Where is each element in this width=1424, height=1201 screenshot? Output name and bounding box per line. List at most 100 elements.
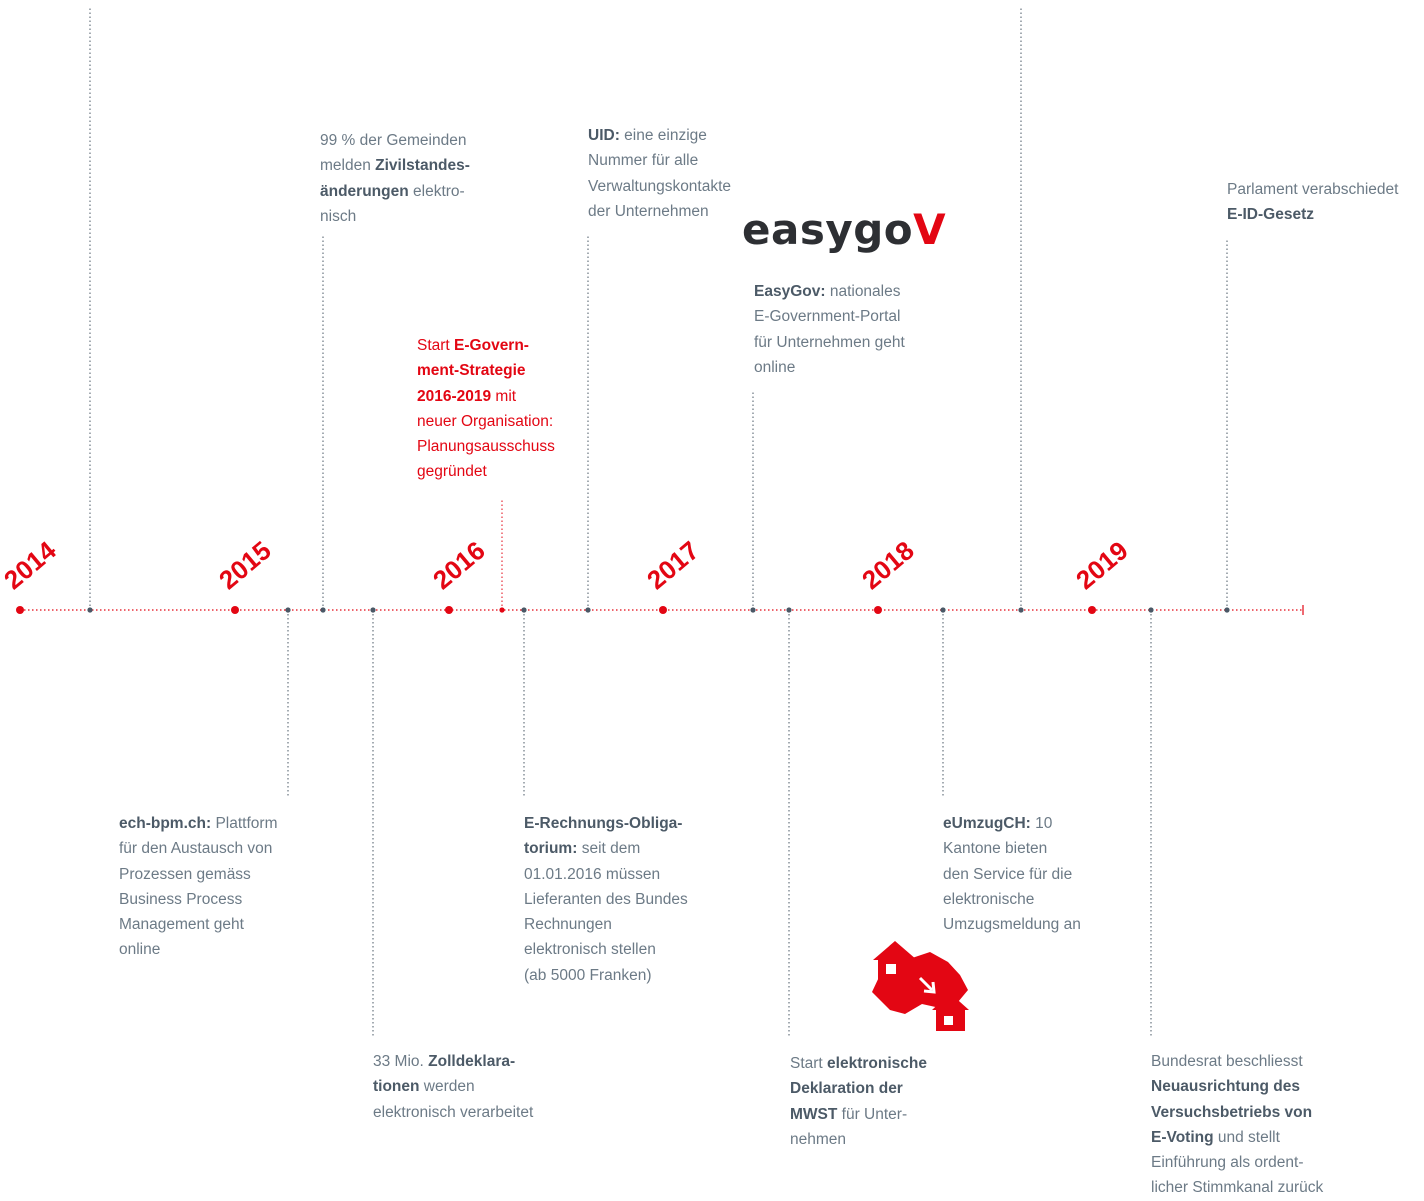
event-highlight: ment-Strategie <box>417 362 526 380</box>
event-text: 10 <box>1030 815 1053 832</box>
event-easygov: EasyGov: nationales E-Government-Portal … <box>754 279 944 380</box>
event-text: Rechnungen <box>524 916 612 934</box>
event-text: und stellt <box>1213 1128 1280 1146</box>
event-text: seit dem <box>577 840 641 858</box>
event-text: Business Process <box>119 890 243 908</box>
event-zoll: 33 Mio. Zolldeklara- tionen werden elekt… <box>373 1049 573 1125</box>
event-mwst: Start elektronische Deklaration der MWST… <box>790 1051 970 1152</box>
event-text: nationales <box>825 283 901 300</box>
event-text: Bundesrat beschliesst <box>1151 1053 1303 1070</box>
event-highlight: E-Rechnungs-Obliga- <box>524 815 683 832</box>
event-rechnung: E-Rechnungs-Obliga- torium: seit dem 01.… <box>524 811 724 988</box>
event-text: für Unter- <box>837 1105 908 1123</box>
event-marker <box>750 607 756 613</box>
event-text: werden <box>419 1078 475 1096</box>
event-highlight: 2016-2019 <box>417 387 492 405</box>
event-text: E-Government-Portal <box>754 308 901 326</box>
event-marker <box>87 607 93 613</box>
event-text: 33 Mio. <box>373 1053 429 1070</box>
event-marker <box>370 607 376 613</box>
year-marker-2014 <box>16 606 24 614</box>
event-highlight: Zivilstandes- <box>375 157 470 175</box>
event-highlight: MWST <box>790 1105 838 1123</box>
event-highlight: Deklaration der <box>790 1080 903 1098</box>
event-text: eine einzige <box>619 127 707 144</box>
event-text: Start <box>790 1055 828 1072</box>
event-highlight: eUmzugCH: <box>943 815 1031 832</box>
event-marker <box>1224 607 1230 613</box>
logo-text: easygo <box>742 205 914 254</box>
event-text: Lieferanten des Bundes <box>524 890 688 908</box>
event-marker <box>786 607 792 613</box>
year-marker-2019 <box>1088 606 1096 614</box>
event-text: Verwaltungskontakte <box>588 177 732 195</box>
event-uid: UID: eine einzige Nummer für alle Verwal… <box>588 123 768 224</box>
event-highlight: torium: <box>524 840 578 858</box>
event-evoting: Bundesrat beschliesst Neuausrichtung des… <box>1151 1049 1351 1201</box>
year-marker-2018 <box>874 606 882 614</box>
event-text: der Unternehmen <box>588 202 709 220</box>
event-text: den Service für die <box>943 865 1073 883</box>
event-marker <box>521 607 527 613</box>
event-gemeinden: 99 % der Gemeinden melden Zivilstandes- … <box>320 128 510 229</box>
event-text: mit <box>491 387 517 405</box>
event-text: Umzugsmeldung an <box>943 916 1081 934</box>
event-marker <box>1148 607 1154 613</box>
event-text: 99 % der Gemeinden <box>320 132 467 149</box>
easygov-logo: easygoV <box>742 205 946 254</box>
event-highlight: E-ID-Gesetz <box>1227 206 1314 224</box>
event-text: licher Stimmkanal zurück <box>1151 1179 1324 1197</box>
year-marker-2015 <box>231 606 239 614</box>
event-marker <box>499 607 505 613</box>
year-marker-2017 <box>659 606 667 614</box>
event-text: Plattform <box>211 815 278 832</box>
event-text: elektronisch stellen <box>524 941 656 959</box>
event-highlight: UID: <box>588 127 620 144</box>
logo-accent: V <box>913 205 947 254</box>
event-text: elektronisch verarbeitet <box>373 1103 534 1121</box>
event-highlight: Zolldeklara- <box>428 1053 516 1070</box>
event-highlight: ech-bpm.ch: <box>119 815 212 832</box>
event-text: Planungsausschuss <box>417 438 555 456</box>
event-umzug: eUmzugCH: 10 Kantone bieten den Service … <box>943 811 1133 937</box>
event-text: nehmen <box>790 1130 847 1148</box>
event-highlight: tionen <box>373 1078 420 1096</box>
event-text: Prozessen gemäss <box>119 865 251 883</box>
event-text: für Unternehmen geht <box>754 333 905 351</box>
event-highlight: änderungen <box>320 182 409 200</box>
event-highlight: Versuchsbetriebs von <box>1151 1103 1313 1121</box>
event-text: online <box>119 941 161 959</box>
event-text: Management geht <box>119 916 244 934</box>
event-marker <box>1018 607 1024 613</box>
event-text: neuer Organisation: <box>417 412 554 430</box>
event-text: Start <box>417 337 455 354</box>
event-text: 01.01.2016 müssen <box>524 865 661 883</box>
event-highlight: elektronische <box>827 1055 927 1072</box>
event-text: Parlament verabschiedet <box>1227 181 1399 198</box>
event-highlight: Neuausrichtung des <box>1151 1078 1300 1096</box>
event-highlight: E-Govern- <box>454 337 529 354</box>
event-text: Kantone bieten <box>943 840 1048 858</box>
event-highlight: E-Voting <box>1151 1128 1214 1146</box>
year-marker-2016 <box>445 606 453 614</box>
event-text: Einführung als ordent- <box>1151 1154 1304 1172</box>
event-marker <box>320 607 326 613</box>
event-marker <box>585 607 591 613</box>
event-strategie: Start E-Govern- ment-Strategie 2016-2019… <box>417 333 587 485</box>
event-bpm: ech-bpm.ch: Plattform für den Austausch … <box>119 811 309 963</box>
event-text: elektro- <box>408 182 465 200</box>
event-text: gegründet <box>417 463 487 481</box>
event-marker <box>285 607 291 613</box>
event-text: melden <box>320 157 376 175</box>
event-text: elektronische <box>943 890 1035 908</box>
event-marker <box>940 607 946 613</box>
event-text: online <box>754 358 796 376</box>
event-text: (ab 5000 Franken) <box>524 966 652 984</box>
event-text: nisch <box>320 207 357 225</box>
event-eid: Parlament verabschiedet E-ID-Gesetz <box>1227 177 1417 228</box>
houses-moving-switzerland-icon <box>872 941 969 1031</box>
event-highlight: EasyGov: <box>754 283 826 300</box>
event-text: für den Austausch von <box>119 840 273 858</box>
event-text: Nummer für alle <box>588 152 699 170</box>
